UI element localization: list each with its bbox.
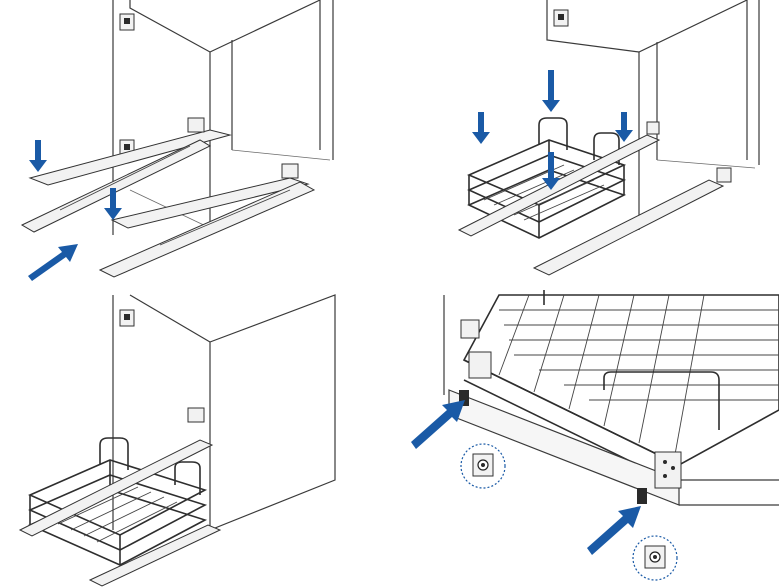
step-4-illustration: [411, 290, 779, 581]
down-arrow-icon: [472, 112, 490, 144]
runner-pair: [18, 439, 222, 587]
push-arrow-icon: [411, 400, 465, 449]
wire-basket-closeup: [462, 290, 779, 486]
hinge-plate: [119, 13, 135, 157]
step-2-panel: [389, 0, 779, 290]
lower-runner: [98, 163, 316, 278]
down-arrow-icon: [615, 112, 633, 142]
step-1-panel: [0, 0, 389, 290]
down-arrow-icon: [104, 188, 122, 220]
cabinet-frame: [443, 295, 779, 506]
locking-clip-left: [459, 390, 469, 406]
step-4-panel: [389, 290, 779, 588]
hinge-plate: [553, 9, 569, 27]
cabinet-side-panel: [546, 0, 760, 230]
locking-clip-right: [637, 488, 647, 504]
step-3-illustration: [18, 294, 336, 587]
down-arrow-icon: [542, 70, 560, 112]
hinge-plate: [119, 309, 205, 423]
runner-pair: [457, 121, 732, 276]
clip-detail-circle: [632, 535, 678, 581]
clip-detail-circle: [460, 443, 506, 489]
down-arrow-icon: [29, 140, 47, 172]
step-2-illustration: [457, 0, 760, 276]
step-3-panel: [0, 290, 389, 588]
cabinet-body: [112, 294, 336, 531]
down-arrow-icon: [542, 152, 560, 190]
wire-basket: [28, 437, 208, 566]
push-arrow-icon: [587, 506, 641, 555]
push-arrow-icon: [28, 244, 78, 281]
upper-runner: [20, 117, 232, 233]
step-1-illustration: [20, 0, 334, 281]
